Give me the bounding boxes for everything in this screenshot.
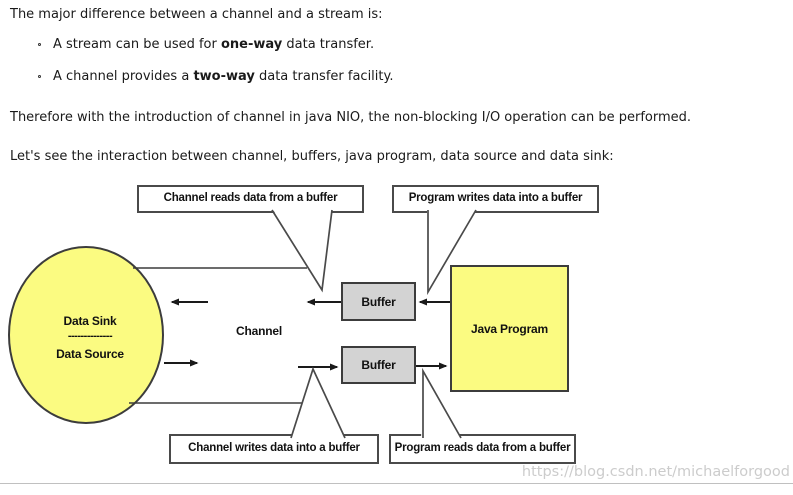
- bullet-icon: [38, 75, 41, 78]
- callout-top-left-label: Channel reads data from a buffer: [163, 192, 338, 205]
- channel-label: Channel: [236, 324, 282, 338]
- bullet-text-post: data transfer.: [282, 37, 375, 52]
- data-sink-source-circle: [8, 246, 164, 424]
- bullet-text: A stream can be used for one-way data tr…: [53, 37, 374, 52]
- callout-top-left-box: [137, 185, 364, 213]
- buffer-top-label: Buffer: [361, 294, 396, 309]
- sink-source-divider: --------------: [67, 330, 113, 342]
- callout-bottom-right-pointer-outline: [422, 367, 462, 439]
- buffer-top-box: [341, 282, 416, 321]
- java-program-box: [450, 265, 569, 392]
- bullet-text: A channel provides a two-way data transf…: [53, 69, 393, 84]
- callout-top-right-pointer-outline: [427, 209, 477, 296]
- bullet-text-bold: two-way: [193, 69, 255, 84]
- callout-bottom-left-label: Channel writes data into a buffer: [188, 442, 360, 455]
- buffer-bottom-box: [341, 346, 416, 384]
- data-sink-label: Data Sink: [63, 314, 117, 328]
- bullet-text-bold: one-way: [220, 37, 283, 52]
- callout-bottom-right-label: Program reads data from a buffer: [394, 442, 571, 455]
- data-source-label: Data Source: [56, 347, 124, 361]
- callout-top-right-box: [392, 185, 599, 213]
- watermark-text: https://blog.csdn.net/michaelforgood: [521, 464, 790, 480]
- bottom-divider: [0, 483, 793, 484]
- callout-top-left-pointer: [272, 208, 332, 290]
- nio-paragraph: Therefore with the introduction of chann…: [10, 110, 692, 125]
- callout-top-left-pointer-outline: [271, 209, 333, 293]
- bullet-text-post: data transfer facility.: [254, 69, 394, 84]
- intro-paragraph: The major difference between a channel a…: [10, 7, 383, 22]
- callout-bottom-right-box: [389, 434, 576, 464]
- callout-bottom-left-pointer-outline: [290, 366, 346, 439]
- interaction-paragraph: Let's see the interaction between channe…: [10, 149, 614, 164]
- callout-bottom-left-pointer: [290, 369, 346, 440]
- bullet-text-pre: A channel provides a: [53, 69, 194, 84]
- callout-top-right-label: Program writes data into a buffer: [408, 192, 583, 205]
- bullet-icon: [38, 43, 41, 46]
- buffer-bottom-label: Buffer: [361, 358, 396, 372]
- bullet-text-pre: A stream can be used for: [53, 37, 221, 52]
- java-program-label: Java Program: [471, 321, 548, 336]
- list-item: A channel provides a two-way data transf…: [38, 69, 393, 84]
- list-item: A stream can be used for one-way data tr…: [38, 37, 374, 52]
